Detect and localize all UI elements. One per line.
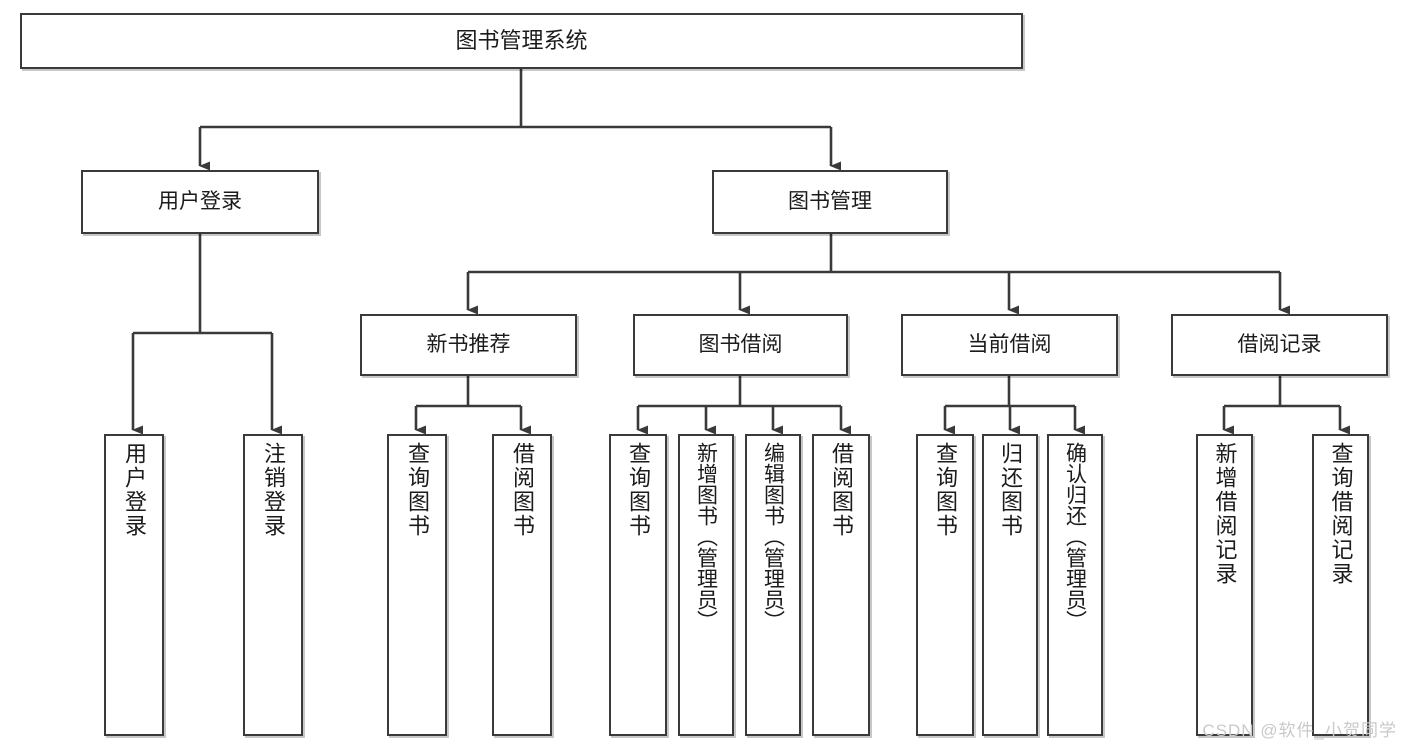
leaf-add-borrow-record[interactable]: 新增借阅记录 [1196, 434, 1253, 736]
node-label: 当前借阅 [967, 332, 1052, 356]
node-label: 新增借阅记录 [1212, 442, 1238, 586]
leaf-confirm-return-admin[interactable]: 确认归还（管理员） [1047, 434, 1103, 736]
node-new-book-recommendation[interactable]: 新书推荐 [360, 314, 577, 376]
node-label: 借阅图书 [510, 442, 535, 538]
node-label: 查询图书 [933, 442, 958, 538]
node-label: 新增图书（管理员） [694, 442, 718, 631]
node-label: 图书借阅 [698, 332, 783, 356]
leaf-logout[interactable]: 注销登录 [243, 434, 303, 736]
node-label: 借阅记录 [1237, 332, 1322, 356]
node-label: 查询借阅记录 [1328, 442, 1354, 586]
node-book-borrowing[interactable]: 图书借阅 [633, 314, 848, 376]
node-book-management[interactable]: 图书管理 [712, 170, 948, 234]
node-label: 确认归还（管理员） [1063, 442, 1087, 631]
node-label: 用户登录 [122, 442, 147, 538]
node-label: 图书管理系统 [455, 28, 588, 54]
node-root-book-management-system[interactable]: 图书管理系统 [20, 13, 1023, 69]
leaf-add-book-admin[interactable]: 新增图书（管理员） [678, 434, 734, 736]
node-current-borrowing[interactable]: 当前借阅 [901, 314, 1118, 376]
node-label: 借阅图书 [829, 442, 854, 538]
leaf-borrow-books-borrow[interactable]: 借阅图书 [812, 434, 870, 736]
leaf-return-books[interactable]: 归还图书 [982, 434, 1038, 736]
node-label: 编辑图书（管理员） [761, 442, 785, 631]
leaf-query-books-newbook[interactable]: 查询图书 [387, 434, 447, 736]
node-user-login[interactable]: 用户登录 [81, 170, 319, 234]
node-label: 查询图书 [405, 442, 430, 538]
leaf-borrow-books-newbook[interactable]: 借阅图书 [492, 434, 552, 736]
node-label: 用户登录 [158, 189, 242, 213]
leaf-query-borrow-record[interactable]: 查询借阅记录 [1312, 434, 1369, 736]
node-label: 查询图书 [626, 442, 651, 538]
node-label: 新书推荐 [426, 332, 511, 356]
leaf-edit-book-admin[interactable]: 编辑图书（管理员） [745, 434, 801, 736]
node-label: 归还图书 [998, 442, 1023, 538]
leaf-query-books-borrow[interactable]: 查询图书 [609, 434, 667, 736]
leaf-query-books-current[interactable]: 查询图书 [916, 434, 974, 736]
node-label: 图书管理 [788, 189, 872, 213]
node-label: 注销登录 [261, 442, 286, 538]
leaf-user-login[interactable]: 用户登录 [104, 434, 164, 736]
node-borrow-record[interactable]: 借阅记录 [1171, 314, 1388, 376]
